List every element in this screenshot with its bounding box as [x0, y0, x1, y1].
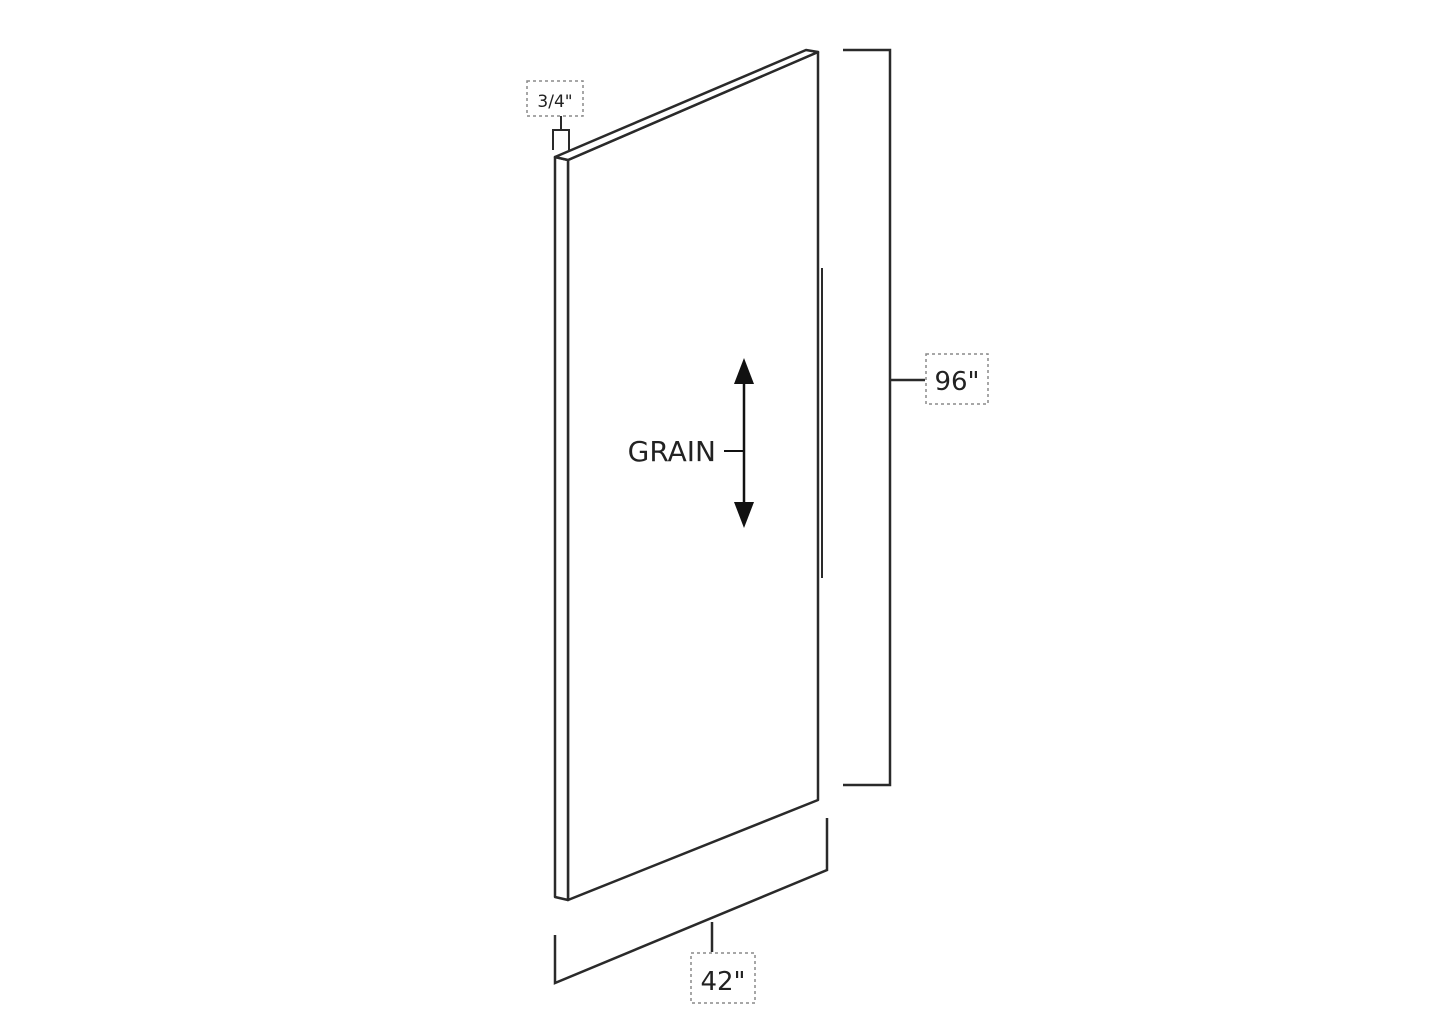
- panel-edge-face: [553, 155, 570, 902]
- width-bracket: [553, 818, 829, 985]
- grain-label: GRAIN: [628, 435, 716, 468]
- grain-arrow-down-icon: [734, 502, 754, 528]
- thickness-dimension: [552, 116, 570, 150]
- thickness-label: 3/4": [537, 92, 572, 112]
- height-label-box: [925, 353, 989, 405]
- height-dimension: [843, 48, 925, 787]
- panel-front-face: [566, 50, 820, 902]
- thickness-label-box: [526, 80, 584, 117]
- width-label: 42": [700, 967, 745, 997]
- height-label: 96": [934, 367, 979, 397]
- width-dimension: [553, 818, 829, 985]
- height-bracket: [843, 48, 892, 787]
- panel: [553, 48, 823, 902]
- grain-indicator: [724, 358, 754, 528]
- thickness-bracket: [552, 129, 570, 150]
- grain-arrow-up-icon: [734, 358, 754, 384]
- width-label-box: [690, 952, 756, 1004]
- panel-top-face: [553, 48, 820, 162]
